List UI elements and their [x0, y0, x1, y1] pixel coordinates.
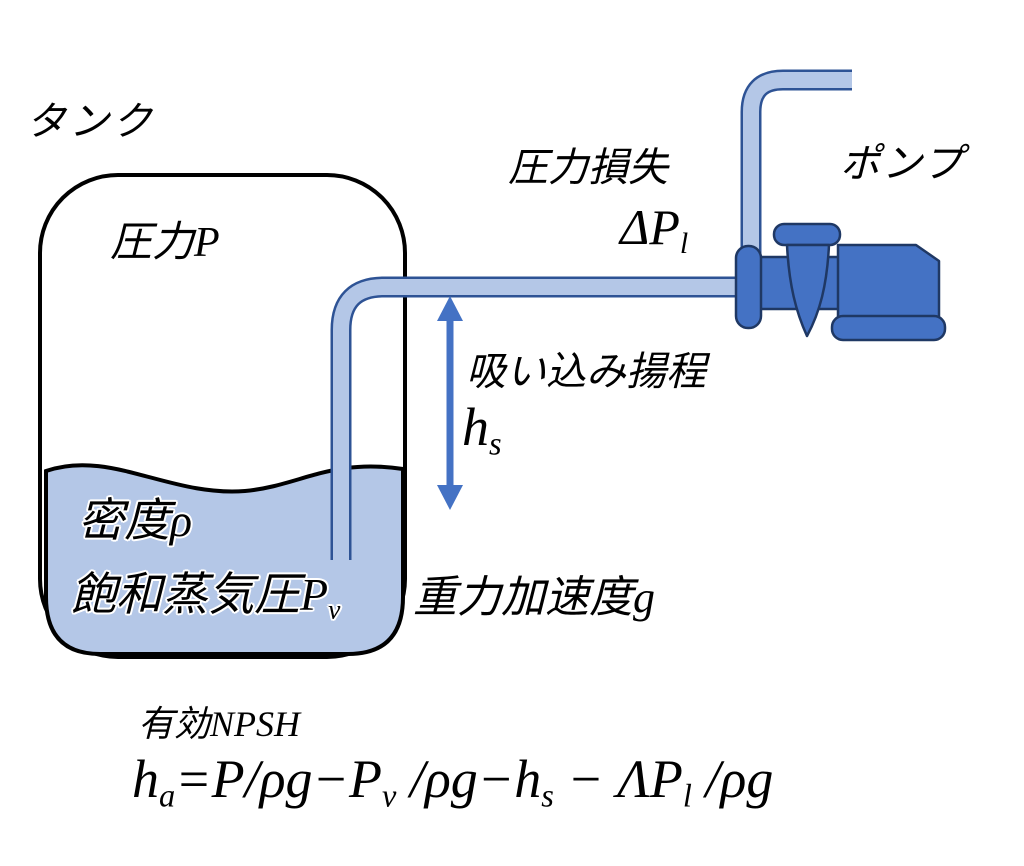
tank-outline — [38, 173, 407, 659]
suction-head-symbol: hs — [462, 400, 502, 461]
suction-head-arrow — [437, 296, 463, 510]
tank-label: タンク — [26, 99, 155, 144]
formula-h-sub: a — [159, 778, 176, 815]
suction-head-label: 吸い込み揚程 — [466, 349, 706, 394]
vapor-pressure-label-main: 飽和蒸気圧P — [70, 569, 329, 620]
formula-part4: /ρg — [691, 749, 774, 809]
vapor-pressure-label-sub: v — [328, 593, 341, 625]
npsh-title: 有効NPSH — [138, 704, 301, 744]
pump-label: ポンプ — [840, 141, 965, 186]
suction-pipe-body — [333, 279, 740, 560]
vapor-pressure-label: 飽和蒸気圧Pv — [70, 572, 340, 623]
pressure-loss-symbol-main: ΔP — [620, 199, 680, 255]
suction-pipe — [330, 276, 740, 560]
pump-flange — [772, 222, 842, 247]
formula-h: h — [132, 749, 159, 809]
pressure-loss-label: 圧力損失 — [508, 145, 668, 190]
pump-graphic — [734, 222, 947, 342]
pressure-loss-symbol-sub: l — [679, 227, 689, 260]
pressure-loss-symbol: ΔPl — [620, 202, 688, 259]
formula-part3: − ΛP — [553, 749, 683, 809]
pump-motor — [836, 243, 941, 327]
tank-pressure-label: 圧力P — [110, 220, 220, 266]
formula-part2: /ρg−h — [396, 749, 542, 809]
arrow-head-down — [437, 485, 463, 510]
density-label: 密度ρ — [78, 495, 193, 546]
npsh-formula: ha=P/ρg−Pv /ρg−hs − ΛPl /ρg — [132, 752, 773, 813]
discharge-pipe — [740, 69, 852, 258]
formula-dpl-sub: l — [682, 778, 692, 815]
suction-head-symbol-main: h — [462, 397, 489, 457]
discharge-pipe-body — [743, 72, 852, 258]
suction-head-symbol-sub: s — [489, 426, 502, 463]
tank-liquid — [44, 463, 405, 656]
formula-hs-sub: s — [541, 778, 554, 815]
arrow-head-up — [437, 296, 463, 321]
pump-base — [830, 314, 947, 342]
pump-inlet-flange — [734, 244, 763, 330]
gravity-label: 重力加速度g — [413, 573, 655, 622]
formula-pv-sub: v — [381, 778, 397, 815]
pump-volute-cone — [785, 243, 831, 338]
formula-part1: =P/ρg−P — [175, 749, 382, 809]
